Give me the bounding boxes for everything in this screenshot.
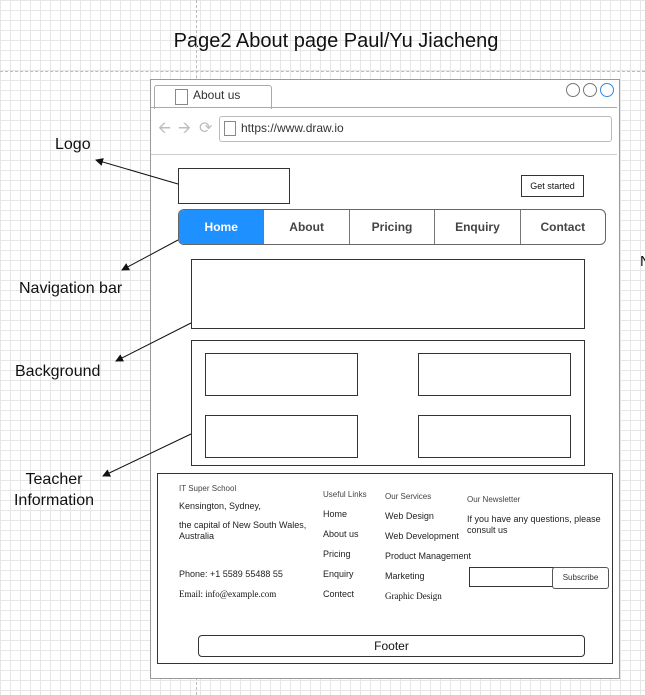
browser-tab[interactable] — [154, 85, 272, 109]
teacher-card — [205, 415, 358, 458]
school-phone: Phone: +1 5589 55488 55 — [179, 569, 283, 579]
annotation-background: Background — [15, 363, 101, 380]
annotation-teacher-line1: Teacher — [25, 471, 83, 488]
guide-line-horizontal — [0, 71, 645, 72]
subscribe-button[interactable]: Subscribe — [552, 567, 609, 589]
services-heading: Our Services — [385, 492, 432, 501]
browser-tab-label: About us — [193, 88, 241, 102]
footer-link-enquiry[interactable]: Enquiry — [323, 569, 354, 579]
edge-label: N — [640, 253, 645, 270]
nav-item-pricing[interactable]: Pricing — [348, 210, 434, 244]
maximize-icon[interactable] — [583, 83, 597, 97]
annotation-teacher-line2: Information — [13, 492, 95, 509]
page-icon — [175, 89, 188, 105]
useful-links-heading: Useful Links — [323, 490, 367, 499]
forward-arrow-icon[interactable]: 🡪 — [178, 120, 191, 137]
minimize-icon[interactable] — [566, 83, 580, 97]
service-graphic-design[interactable]: Graphic Design — [385, 591, 442, 601]
url-text[interactable]: https://www.draw.io — [241, 121, 344, 135]
nav-item-about[interactable]: About — [263, 210, 348, 244]
background-placeholder — [191, 259, 585, 329]
school-address-line1: Kensington, Sydney, — [179, 501, 261, 511]
reload-icon[interactable]: ⟳ — [199, 120, 213, 137]
url-page-icon — [224, 121, 236, 136]
toolbar-divider — [151, 154, 617, 155]
footer-link-contact[interactable]: Contect — [323, 589, 355, 599]
school-address-line2: the capital of New South Wales, Australi… — [179, 520, 307, 541]
school-email: Email: info@example.com — [179, 589, 277, 599]
footer-link-home[interactable]: Home — [323, 509, 348, 519]
back-arrow-icon[interactable]: 🡨 — [158, 120, 171, 137]
school-name: IT Super School — [179, 484, 237, 493]
teacher-card — [418, 353, 571, 396]
newsletter-text: If you have any questions, please consul… — [467, 514, 601, 535]
nav-item-home[interactable]: Home — [179, 210, 264, 244]
service-web-development[interactable]: Web Development — [385, 531, 459, 541]
service-marketing[interactable]: Marketing — [385, 571, 425, 581]
annotation-logo: Logo — [55, 136, 91, 153]
navigation-bar: Home About Pricing Enquiry Contact — [178, 209, 606, 245]
tab-divider — [151, 107, 617, 108]
url-bar[interactable] — [219, 116, 612, 142]
footer-link-pricing[interactable]: Pricing — [323, 549, 351, 559]
nav-item-enquiry[interactable]: Enquiry — [434, 210, 519, 244]
annotation-teacher-information: Teacher Information — [10, 469, 98, 511]
footer-link-about[interactable]: About us — [323, 529, 359, 539]
footer-label: Footer — [198, 635, 585, 657]
nav-item-contact[interactable]: Contact — [519, 210, 605, 244]
logo-placeholder — [178, 168, 290, 204]
newsletter-email-input[interactable] — [469, 567, 554, 587]
service-web-design[interactable]: Web Design — [385, 511, 434, 521]
get-started-button[interactable]: Get started — [521, 175, 584, 197]
newsletter-heading: Our Newsletter — [467, 495, 521, 504]
close-icon[interactable] — [600, 83, 614, 97]
annotation-navigation-bar: Navigation bar — [19, 280, 123, 297]
teacher-card — [418, 415, 571, 458]
teacher-card — [205, 353, 358, 396]
service-product-management[interactable]: Product Management — [385, 551, 472, 561]
page-title: Page2 About page Paul/Yu Jiacheng — [173, 30, 499, 52]
